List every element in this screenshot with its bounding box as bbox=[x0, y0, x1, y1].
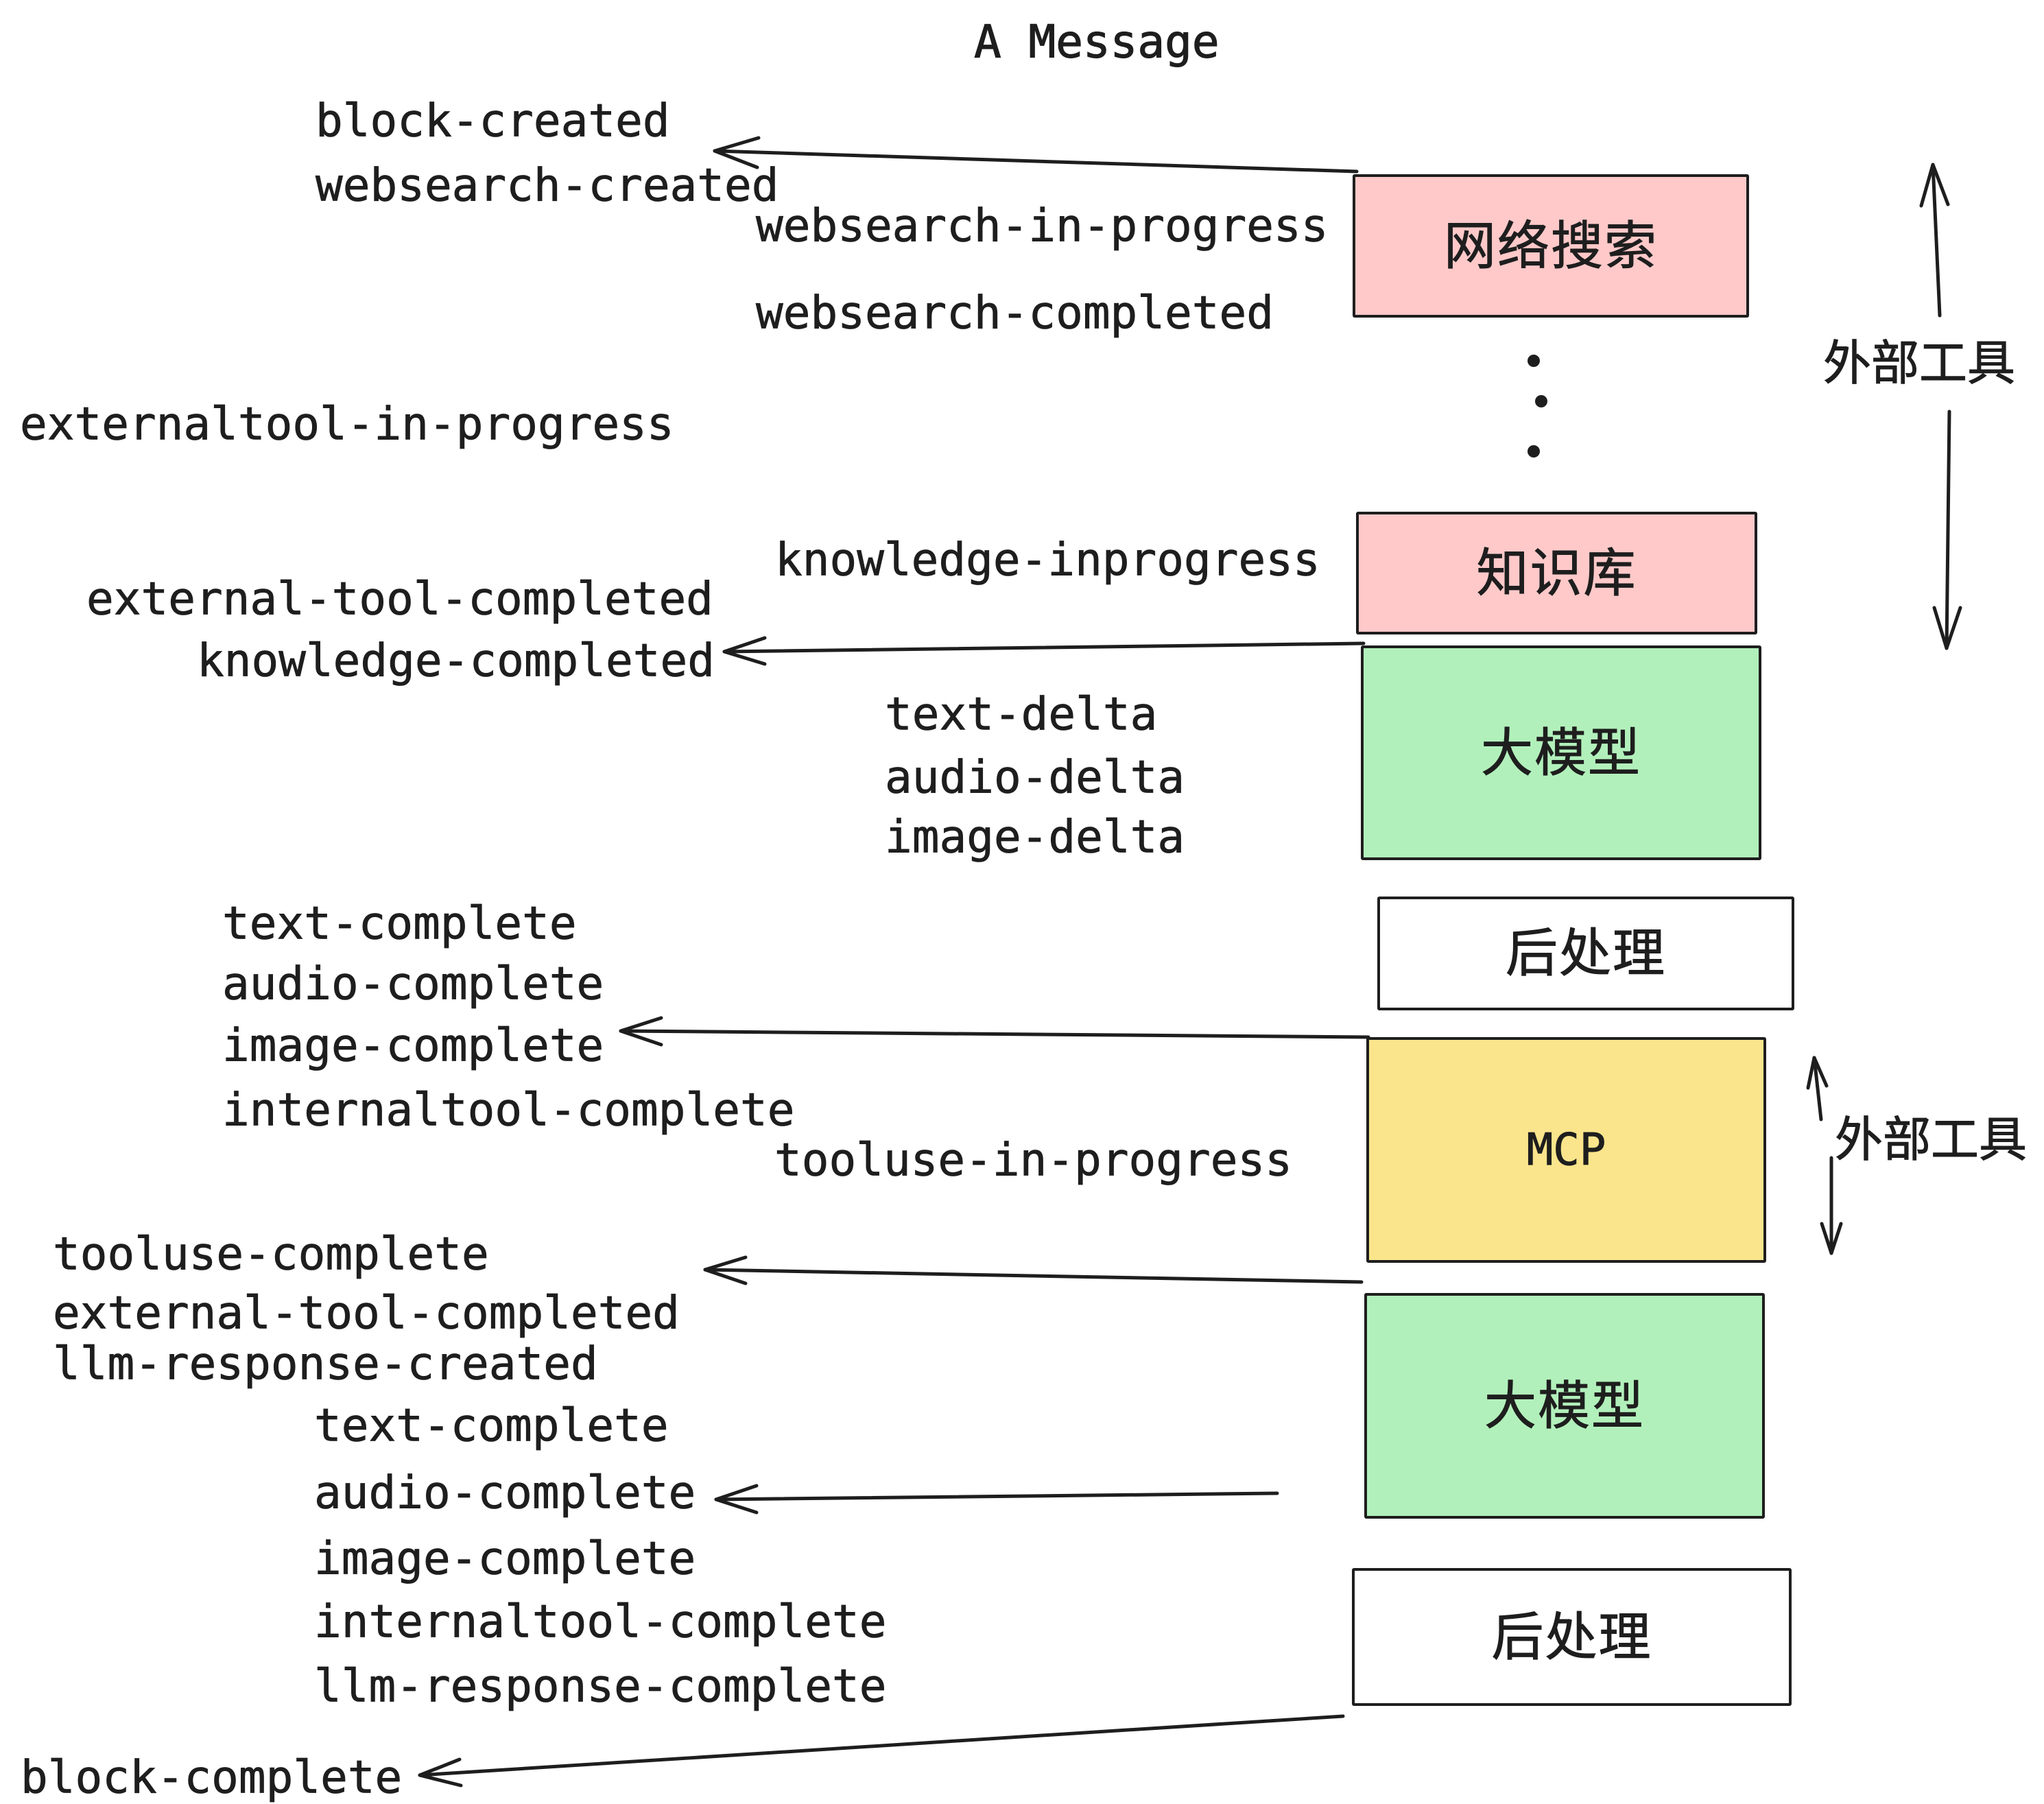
box-postprocess-1: 后处理 bbox=[1377, 897, 1794, 1010]
box-llm-1: 大模型 bbox=[1361, 645, 1761, 860]
event-label-knowledge-completed: knowledge-completed bbox=[197, 634, 715, 687]
event-label-internaltool-complete-2: internaltool-complete bbox=[314, 1595, 887, 1648]
event-label-external-tool-completed: external-tool-completed bbox=[86, 572, 714, 626]
event-label-audio-complete-1: audio-complete bbox=[222, 957, 604, 1010]
box-websearch: 网络搜索 bbox=[1353, 174, 1749, 318]
event-label-websearch-in-progress: websearch-in-progress bbox=[756, 199, 1329, 252]
event-label-audio-complete-2: audio-complete bbox=[314, 1466, 696, 1519]
ellipsis-dot bbox=[1528, 355, 1540, 367]
box-label: MCP bbox=[1526, 1124, 1606, 1176]
ellipsis-dots bbox=[1528, 355, 1547, 458]
annotation-external-tools-bottom: 外部工具 bbox=[1835, 1111, 2028, 1168]
event-label-externaltool-in-progress: externaltool-in-progress bbox=[20, 397, 674, 451]
arrow-image-complete-icon bbox=[619, 1016, 1370, 1047]
arrow-external-tools-down-bottom-icon bbox=[1820, 1156, 1843, 1255]
arrow-external-tools-up-top-icon bbox=[1919, 163, 1950, 318]
arrow-block-created-icon bbox=[713, 136, 1359, 174]
box-postprocess-2: 后处理 bbox=[1352, 1568, 1792, 1706]
event-label-image-complete-1: image-complete bbox=[222, 1019, 604, 1072]
event-label-internaltool-complete-1: internaltool-complete bbox=[222, 1083, 795, 1137]
event-label-block-created: block-created bbox=[316, 94, 670, 147]
diagram-title: A Message bbox=[973, 15, 1220, 69]
ellipsis-dot bbox=[1535, 395, 1547, 407]
box-label: 大模型 bbox=[1481, 722, 1641, 783]
event-label-text-complete-2: text-complete bbox=[314, 1399, 669, 1452]
arrow-external-tools-down-top-icon bbox=[1932, 410, 1962, 650]
event-label-audio-delta-1: audio-delta bbox=[885, 750, 1185, 804]
arrow-knowledge-completed-icon bbox=[722, 636, 1366, 666]
event-label-block-complete: block-complete bbox=[21, 1750, 403, 1804]
arrow-tooluse-complete-icon bbox=[703, 1255, 1364, 1285]
event-label-image-complete-2: image-complete bbox=[314, 1532, 696, 1585]
event-label-tooluse-in-progress: tooluse-in-progress bbox=[774, 1133, 1293, 1187]
box-llm-2: 大模型 bbox=[1364, 1293, 1765, 1519]
event-label-text-complete-1: text-complete bbox=[222, 897, 577, 950]
ellipsis-dot bbox=[1528, 445, 1540, 458]
event-label-image-delta-1: image-delta bbox=[885, 810, 1185, 864]
event-label-external-tool-completed-2: external-tool-completed bbox=[53, 1286, 680, 1340]
box-label: 大模型 bbox=[1484, 1375, 1645, 1436]
arrow-block-complete-icon bbox=[418, 1714, 1345, 1788]
event-label-knowledge-inprogress: knowledge-inprogress bbox=[775, 533, 1321, 586]
event-label-websearch-created: websearch-created bbox=[316, 158, 779, 212]
box-knowledge: 知识库 bbox=[1356, 512, 1757, 634]
box-label: 后处理 bbox=[1506, 923, 1666, 984]
annotation-external-tools-top: 外部工具 bbox=[1823, 335, 2016, 392]
event-label-text-delta-1: text-delta bbox=[885, 687, 1158, 741]
arrow-audio-complete-icon bbox=[714, 1484, 1279, 1515]
event-label-websearch-completed: websearch-completed bbox=[756, 286, 1274, 340]
box-label: 知识库 bbox=[1476, 542, 1637, 604]
box-label: 网络搜索 bbox=[1444, 215, 1658, 276]
arrow-external-tools-up-bottom-icon bbox=[1806, 1056, 1829, 1121]
event-label-llm-response-complete: llm-response-complete bbox=[314, 1659, 887, 1713]
event-label-tooluse-complete: tooluse-complete bbox=[53, 1227, 490, 1281]
event-label-llm-response-created: llm-response-created bbox=[53, 1337, 599, 1390]
box-mcp: MCP bbox=[1366, 1037, 1766, 1263]
box-label: 后处理 bbox=[1491, 1606, 1652, 1667]
